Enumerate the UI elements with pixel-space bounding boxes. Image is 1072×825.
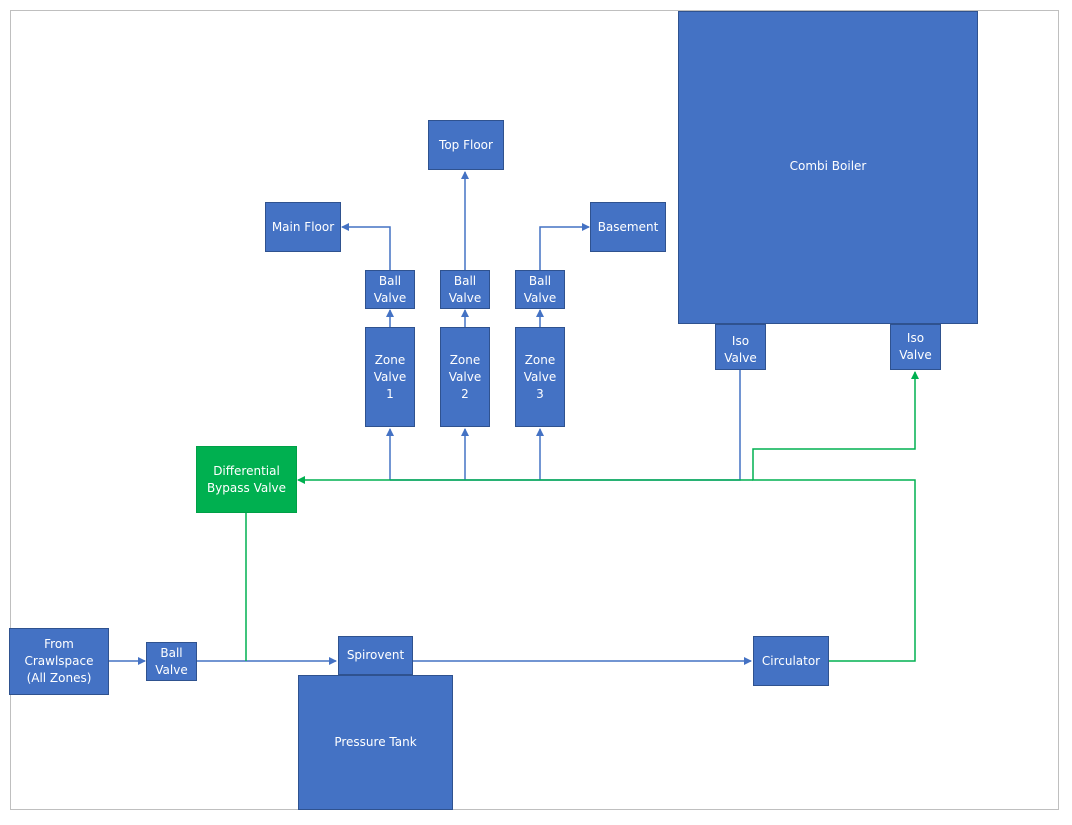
top-floor-box: Top Floor (428, 120, 504, 170)
pipe-to-basement (539, 223, 590, 270)
zone-valve-3: Zone Valve 3 (515, 327, 565, 427)
from-crawlspace-box: From Crawlspace (All Zones) (9, 628, 109, 695)
pressure-tank: Pressure Tank (298, 675, 453, 810)
ball-valve-zone-3: Ball Valve (515, 270, 565, 309)
ball-valve-inlet: Ball Valve (146, 642, 197, 681)
differential-bypass-valve: Differential Bypass Valve (196, 446, 297, 513)
basement-box: Basement (590, 202, 666, 252)
pipe-to-main-floor (341, 223, 391, 270)
circulator-box: Circulator (753, 636, 829, 686)
main-floor-box: Main Floor (265, 202, 341, 252)
pipe-circulator-to-iso-valve (752, 371, 919, 662)
zone-valve-1: Zone Valve 1 (365, 327, 415, 427)
ball-valve-zone-2: Ball Valve (440, 270, 490, 309)
iso-valve-return: Iso Valve (890, 324, 941, 370)
spirovent-box: Spirovent (338, 636, 413, 675)
iso-valve-supply: Iso Valve (715, 324, 766, 370)
diagram-frame (10, 10, 1059, 810)
combi-boiler: Combi Boiler (678, 11, 978, 324)
zone-valve-2: Zone Valve 2 (440, 327, 490, 427)
ball-valve-zone-1: Ball Valve (365, 270, 415, 309)
